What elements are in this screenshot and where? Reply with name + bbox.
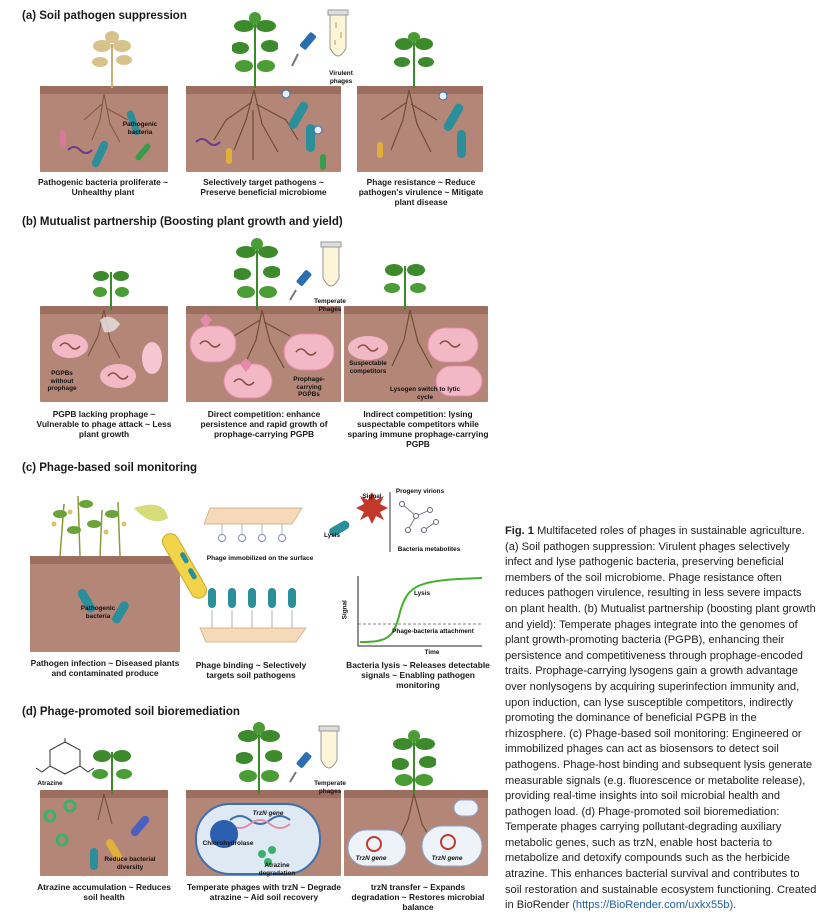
- label-reduce-diversity: Reduce bacterial diversity: [104, 856, 156, 871]
- label-chart-lysis: Lysis: [413, 590, 431, 597]
- caption-a3: Phage resistance ~ Reduce pathogen's vir…: [358, 177, 484, 207]
- caption-d3: trzN transfer ~ Expands degradation ~ Re…: [351, 882, 485, 912]
- panel-c3-lysis: [320, 486, 490, 562]
- label-bacteria-metabolites: Bacteria metabolites: [397, 546, 461, 553]
- phage-tube-icon-d: [316, 724, 342, 776]
- chart-xlabel: Time: [424, 649, 440, 656]
- label-atrazine: Atrazine: [37, 780, 63, 787]
- label-signal: Signal: [362, 493, 382, 500]
- label-virulent-phages: Virulent phages: [329, 70, 353, 85]
- signal-chart: [338, 572, 488, 660]
- label-atrazine-degradation: Atrazine degradation: [258, 862, 296, 877]
- plant-b1: [92, 264, 130, 310]
- label-lysogen-switch: Lysogen switch to lytic cycle: [389, 386, 461, 401]
- section-c-title: (c) Phage-based soil monitoring: [22, 462, 198, 474]
- plant-d3: [391, 730, 437, 794]
- section-a-title: (a) Soil pathogen suppression: [22, 10, 187, 22]
- panel-b2: [186, 306, 341, 402]
- label-phage-bacteria-attachment: Phage-bacteria attachment: [392, 628, 474, 635]
- caption-d1: Atrazine accumulation ~ Reduces soil hea…: [37, 882, 171, 902]
- phage-swab-tube: [162, 530, 216, 600]
- panel-c2-surface: [204, 500, 308, 550]
- label-prophage-carrying-pgpbs: Prophage-carrying PGPBs: [293, 376, 325, 398]
- panel-b3: [344, 306, 488, 402]
- panel-a1: [40, 80, 168, 172]
- section-b-title: (b) Mutualist partnership (Boosting plan…: [22, 216, 343, 228]
- label-phage-immobilized: Phage immobilized on the surface: [206, 555, 314, 562]
- panel-a3: [357, 80, 483, 172]
- label-progeny-virions: Progeny virions: [395, 488, 445, 495]
- soil-illustration: [40, 86, 168, 172]
- figure-legend: Fig. 1 Multifaceted roles of phages in s…: [505, 524, 817, 914]
- caption-d2: Temperate phages with trzN ~ Degrade atr…: [186, 882, 342, 902]
- panel-c2-binding: [198, 580, 308, 656]
- plant-d1: [92, 744, 132, 794]
- caption-c3: Bacteria lysis ~ Releases detectable sig…: [346, 660, 490, 690]
- healthy-plant-2: [394, 32, 434, 88]
- pipette-icon-b: [288, 270, 318, 302]
- label-pathogenic-bacteria-c: Pathogenic bacteria: [80, 605, 116, 620]
- label-chlorohydrolase: Chlorohydrolase: [202, 840, 254, 847]
- atrazine-molecule-icon: [32, 736, 98, 786]
- panel-d1: [40, 790, 168, 876]
- panel-c1: [30, 484, 180, 652]
- label-pathogenic-bacteria: Pathogenic bacteria: [122, 121, 158, 136]
- label-susceptible-competitors: Suspectable competitors: [349, 360, 387, 375]
- panel-a2: [186, 80, 341, 172]
- caption-a2: Selectively target pathogens ~ Preserve …: [200, 177, 327, 197]
- plant-d2: [235, 722, 283, 794]
- label-trzn-gene: TrzN gene: [252, 810, 284, 817]
- pipette-icon: [290, 32, 322, 68]
- caption-a1: Pathogenic bacteria proliferate ~ Unheal…: [37, 177, 169, 197]
- label-trzn-gene-right: TrzN gene: [431, 855, 463, 862]
- label-lysis: Lysis: [323, 532, 341, 539]
- legend-text: Multifaceted roles of phages in sustaina…: [505, 525, 817, 912]
- signal-curve: [359, 577, 483, 643]
- label-temperate-phages: Temperate Phages: [314, 298, 346, 313]
- panel-b1: [40, 306, 168, 402]
- plant-b2: [233, 238, 281, 310]
- caption-c1: Pathogen infection ~ Diseased plants and…: [30, 658, 180, 678]
- caption-b3: Indirect competition: lysing suspectable…: [347, 409, 489, 449]
- label-temperate-phages-d: Temperate phages: [314, 780, 346, 795]
- pipette-icon-d: [288, 752, 318, 784]
- phage-tube-icon: [324, 8, 352, 66]
- panel-d3: [344, 790, 488, 876]
- caption-b2: Direct competition: enhance persistence …: [200, 409, 328, 439]
- label-trzn-gene-left: TrzN gene: [355, 855, 387, 862]
- caption-c2: Phage binding ~ Selectively targets soil…: [195, 660, 307, 680]
- withered-plant: [92, 30, 132, 88]
- chart-ylabel: Signal: [341, 600, 349, 620]
- biorender-link[interactable]: (https://BioRender.com/uxkx55b).: [572, 899, 737, 912]
- healthy-plant: [231, 12, 279, 88]
- label-pgpb-without-prophage: PGPBs without prophage: [47, 370, 77, 392]
- caption-b1: PGPB lacking prophage ~ Vulnerable to ph…: [36, 409, 172, 439]
- plant-b3: [384, 258, 426, 310]
- panel-d2: [186, 790, 341, 876]
- figure-number: Fig. 1: [505, 525, 534, 537]
- phage-tube-icon-b: [318, 240, 344, 294]
- signal-curve-svg: [357, 576, 483, 647]
- section-d-title: (d) Phage-promoted soil bioremediation: [22, 706, 240, 718]
